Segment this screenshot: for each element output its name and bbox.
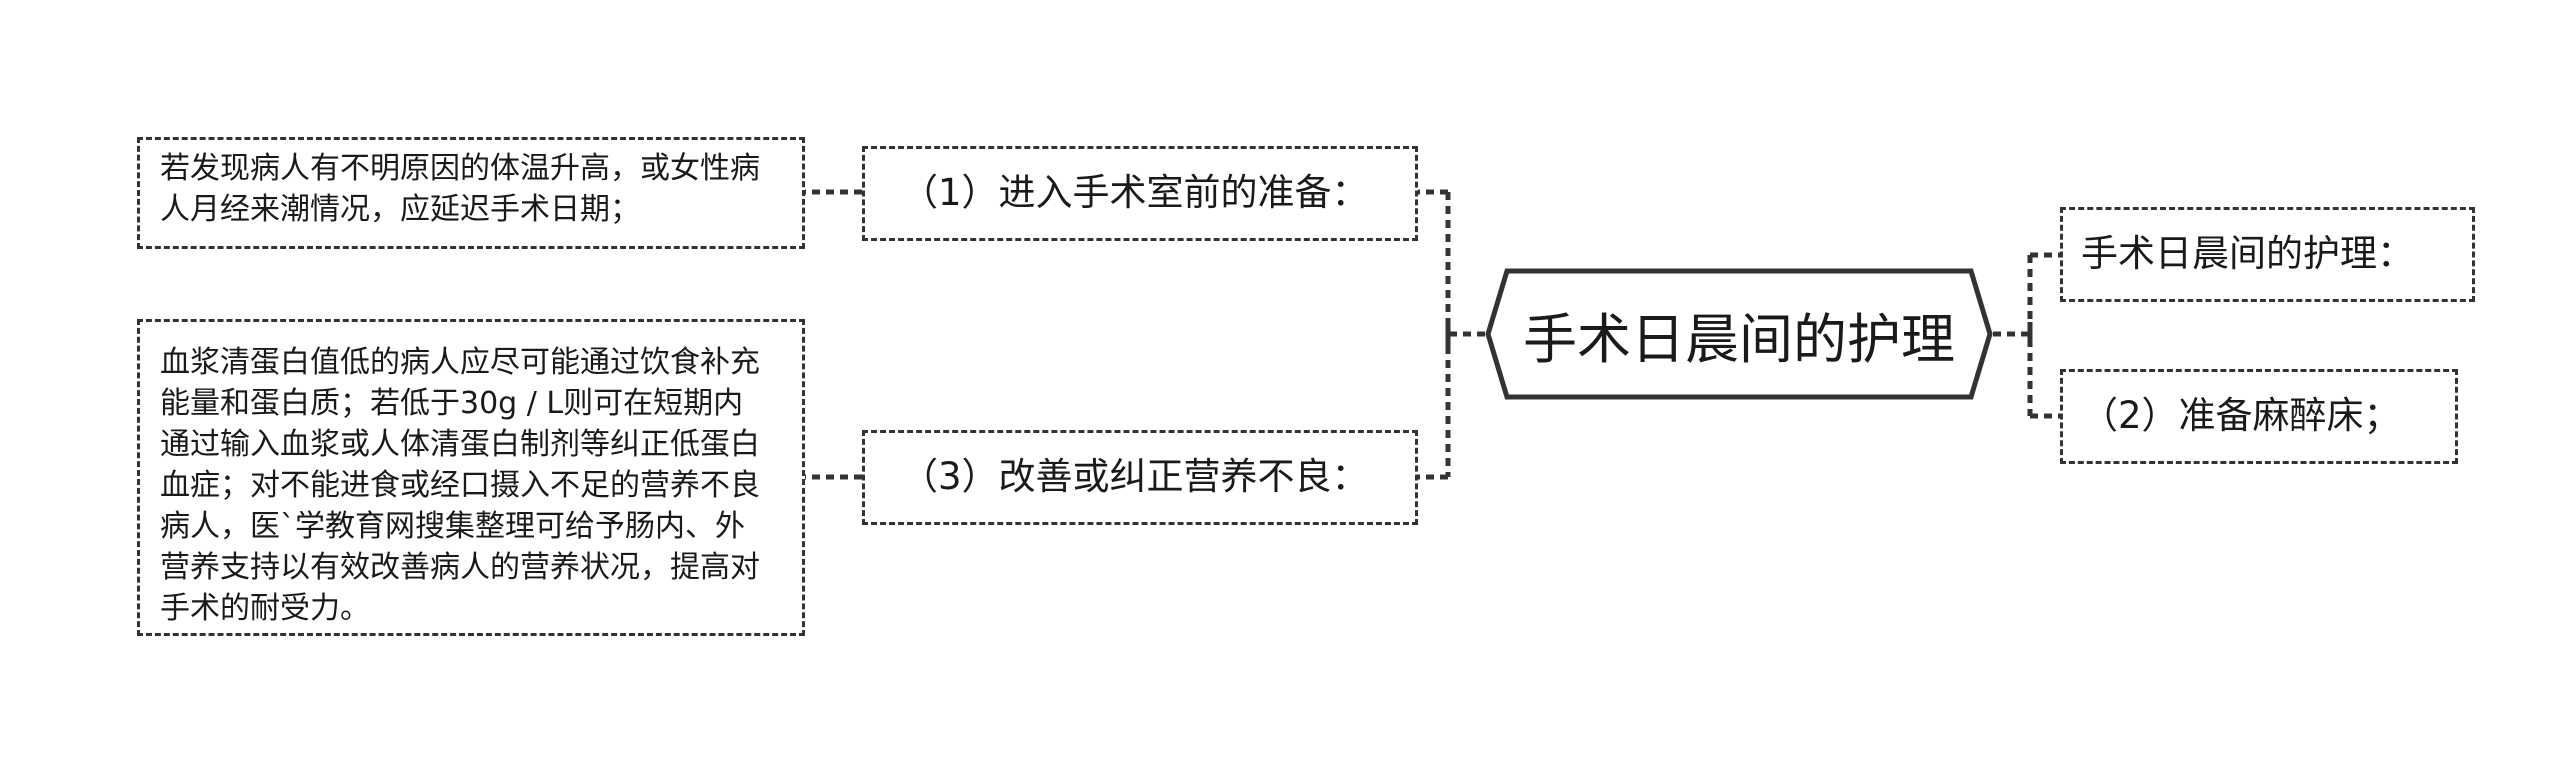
branch-node-1[interactable]: （1）进入手术室前的准备： [862, 146, 1418, 241]
right-node-1[interactable]: 手术日晨间的护理： [2060, 207, 2475, 302]
detail-node-1[interactable]: 若发现病人有不明原因的体温升高，或女性病 人月经来潮情况，应延迟手术日期； [137, 137, 805, 249]
detail-node-1-text: 若发现病人有不明原因的体温升高，或女性病 人月经来潮情况，应延迟手术日期； [160, 151, 760, 227]
connector-root-right-trunk [1993, 255, 2033, 416]
root-node-label: 手术日晨间的护理 [1523, 307, 1955, 371]
branch-node-3-label: （3）改善或纠正营养不良： [901, 455, 1369, 499]
detail-node-3-text: 血浆清蛋白值低的病人应尽可能通过饮食补充 能量和蛋白质；若低于30g / L则可… [160, 345, 760, 626]
branch-node-3[interactable]: （3）改善或纠正营养不良： [862, 430, 1418, 525]
right-node-2-label: （2）准备麻醉床； [2081, 394, 2401, 438]
detail-node-3[interactable]: 血浆清蛋白值低的病人应尽可能通过饮食补充 能量和蛋白质；若低于30g / L则可… [137, 319, 805, 636]
root-hexagon-shape [1485, 268, 1993, 400]
connector-root-left-trunk [1445, 192, 1485, 477]
branch-node-1-label: （1）进入手术室前的准备： [901, 171, 1369, 215]
root-node[interactable]: 手术日晨间的护理 [1485, 268, 1993, 400]
right-node-2[interactable]: （2）准备麻醉床； [2060, 369, 2458, 464]
right-node-1-label: 手术日晨间的护理： [2081, 232, 2414, 276]
